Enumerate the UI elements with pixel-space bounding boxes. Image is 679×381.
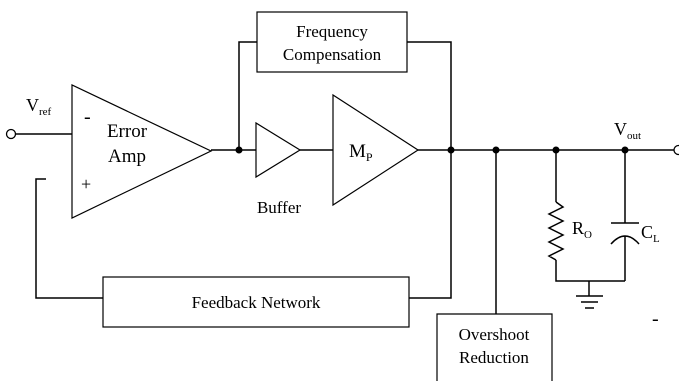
vref-terminal [5, 128, 17, 140]
error-amp-label-line1: Error [107, 121, 148, 142]
vout-label: Vout [614, 119, 641, 142]
vout-terminal [673, 144, 679, 156]
ro-resistor-zigzag [547, 201, 565, 261]
overshoot-reduction-block [436, 313, 553, 381]
buffer-label: Buffer [257, 198, 301, 217]
error-amp-minus-sign: - [84, 106, 91, 128]
junction-dot-freqcomp-out [447, 146, 455, 154]
feedback-network-block [102, 276, 410, 328]
overshoot-reduction-label-line2: Reduction [459, 348, 529, 367]
frequency-compensation-label-line1: Frequency [296, 22, 368, 41]
error-amp-plus-sign: + [81, 174, 91, 194]
mp-label: MP [349, 141, 373, 164]
freq-comp-output-wire [407, 41, 452, 150]
ro-bottom-wire [555, 260, 625, 282]
overshoot-reduction-label-line1: Overshoot [459, 325, 530, 344]
frequency-compensation-block [256, 11, 408, 73]
cl-label: CL [641, 222, 660, 245]
freq-comp-input-wire [238, 41, 257, 150]
ro-label: RO [572, 218, 592, 241]
feedback-to-plus-wire [35, 178, 103, 299]
junction-dot-freqcomp-in [235, 146, 243, 154]
junction-dot-cl [621, 146, 629, 154]
vref-label: Vref [26, 95, 52, 118]
feedback-network-label: Feedback Network [192, 293, 321, 312]
frequency-compensation-label-line2: Compensation [283, 45, 382, 64]
junction-dot-overshoot [492, 146, 500, 154]
junction-dot-ro [552, 146, 560, 154]
stray-dash-mark: - [652, 308, 659, 330]
error-amp-label-line2: Amp [108, 146, 146, 167]
buffer-triangle [255, 121, 302, 179]
error-amp-triangle [71, 84, 213, 219]
feedback-return-wire [409, 150, 452, 299]
mp-pass-transistor-triangle [332, 93, 420, 207]
